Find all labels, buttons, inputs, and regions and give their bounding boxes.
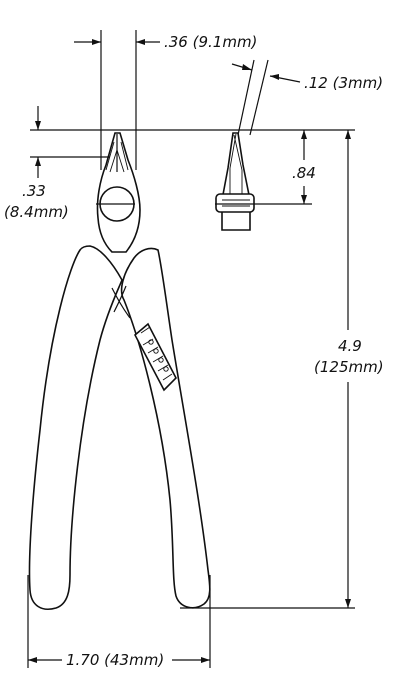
jaw-width-label: .36 (9.1mm) (164, 33, 257, 51)
logo-plate (133, 322, 177, 392)
jaw-edge-right (120, 141, 129, 171)
jaw-thickness-label: .12 (3mm) (304, 74, 383, 92)
jaw-inner (109, 148, 125, 173)
cutting-edge-metric-label: (8.4mm) (4, 203, 69, 221)
right-handle (120, 247, 211, 609)
jaw-edge-left (105, 141, 115, 171)
side-jaw-tip (221, 132, 251, 231)
crossover-2 (113, 285, 127, 313)
pivot-offset-label: .84 (292, 164, 316, 182)
crossover (111, 287, 131, 319)
handle-spread-label: 1.70 (43mm) (66, 651, 164, 669)
overall-length-metric-label: (125mm) (314, 358, 384, 376)
side-pivot (215, 193, 255, 213)
side-view (215, 132, 255, 231)
left-handle (28, 245, 123, 610)
overall-length-label: 4.9 (338, 337, 362, 355)
dimension-lines (27, 30, 355, 668)
cutting-edge-label: .33 (22, 182, 46, 200)
